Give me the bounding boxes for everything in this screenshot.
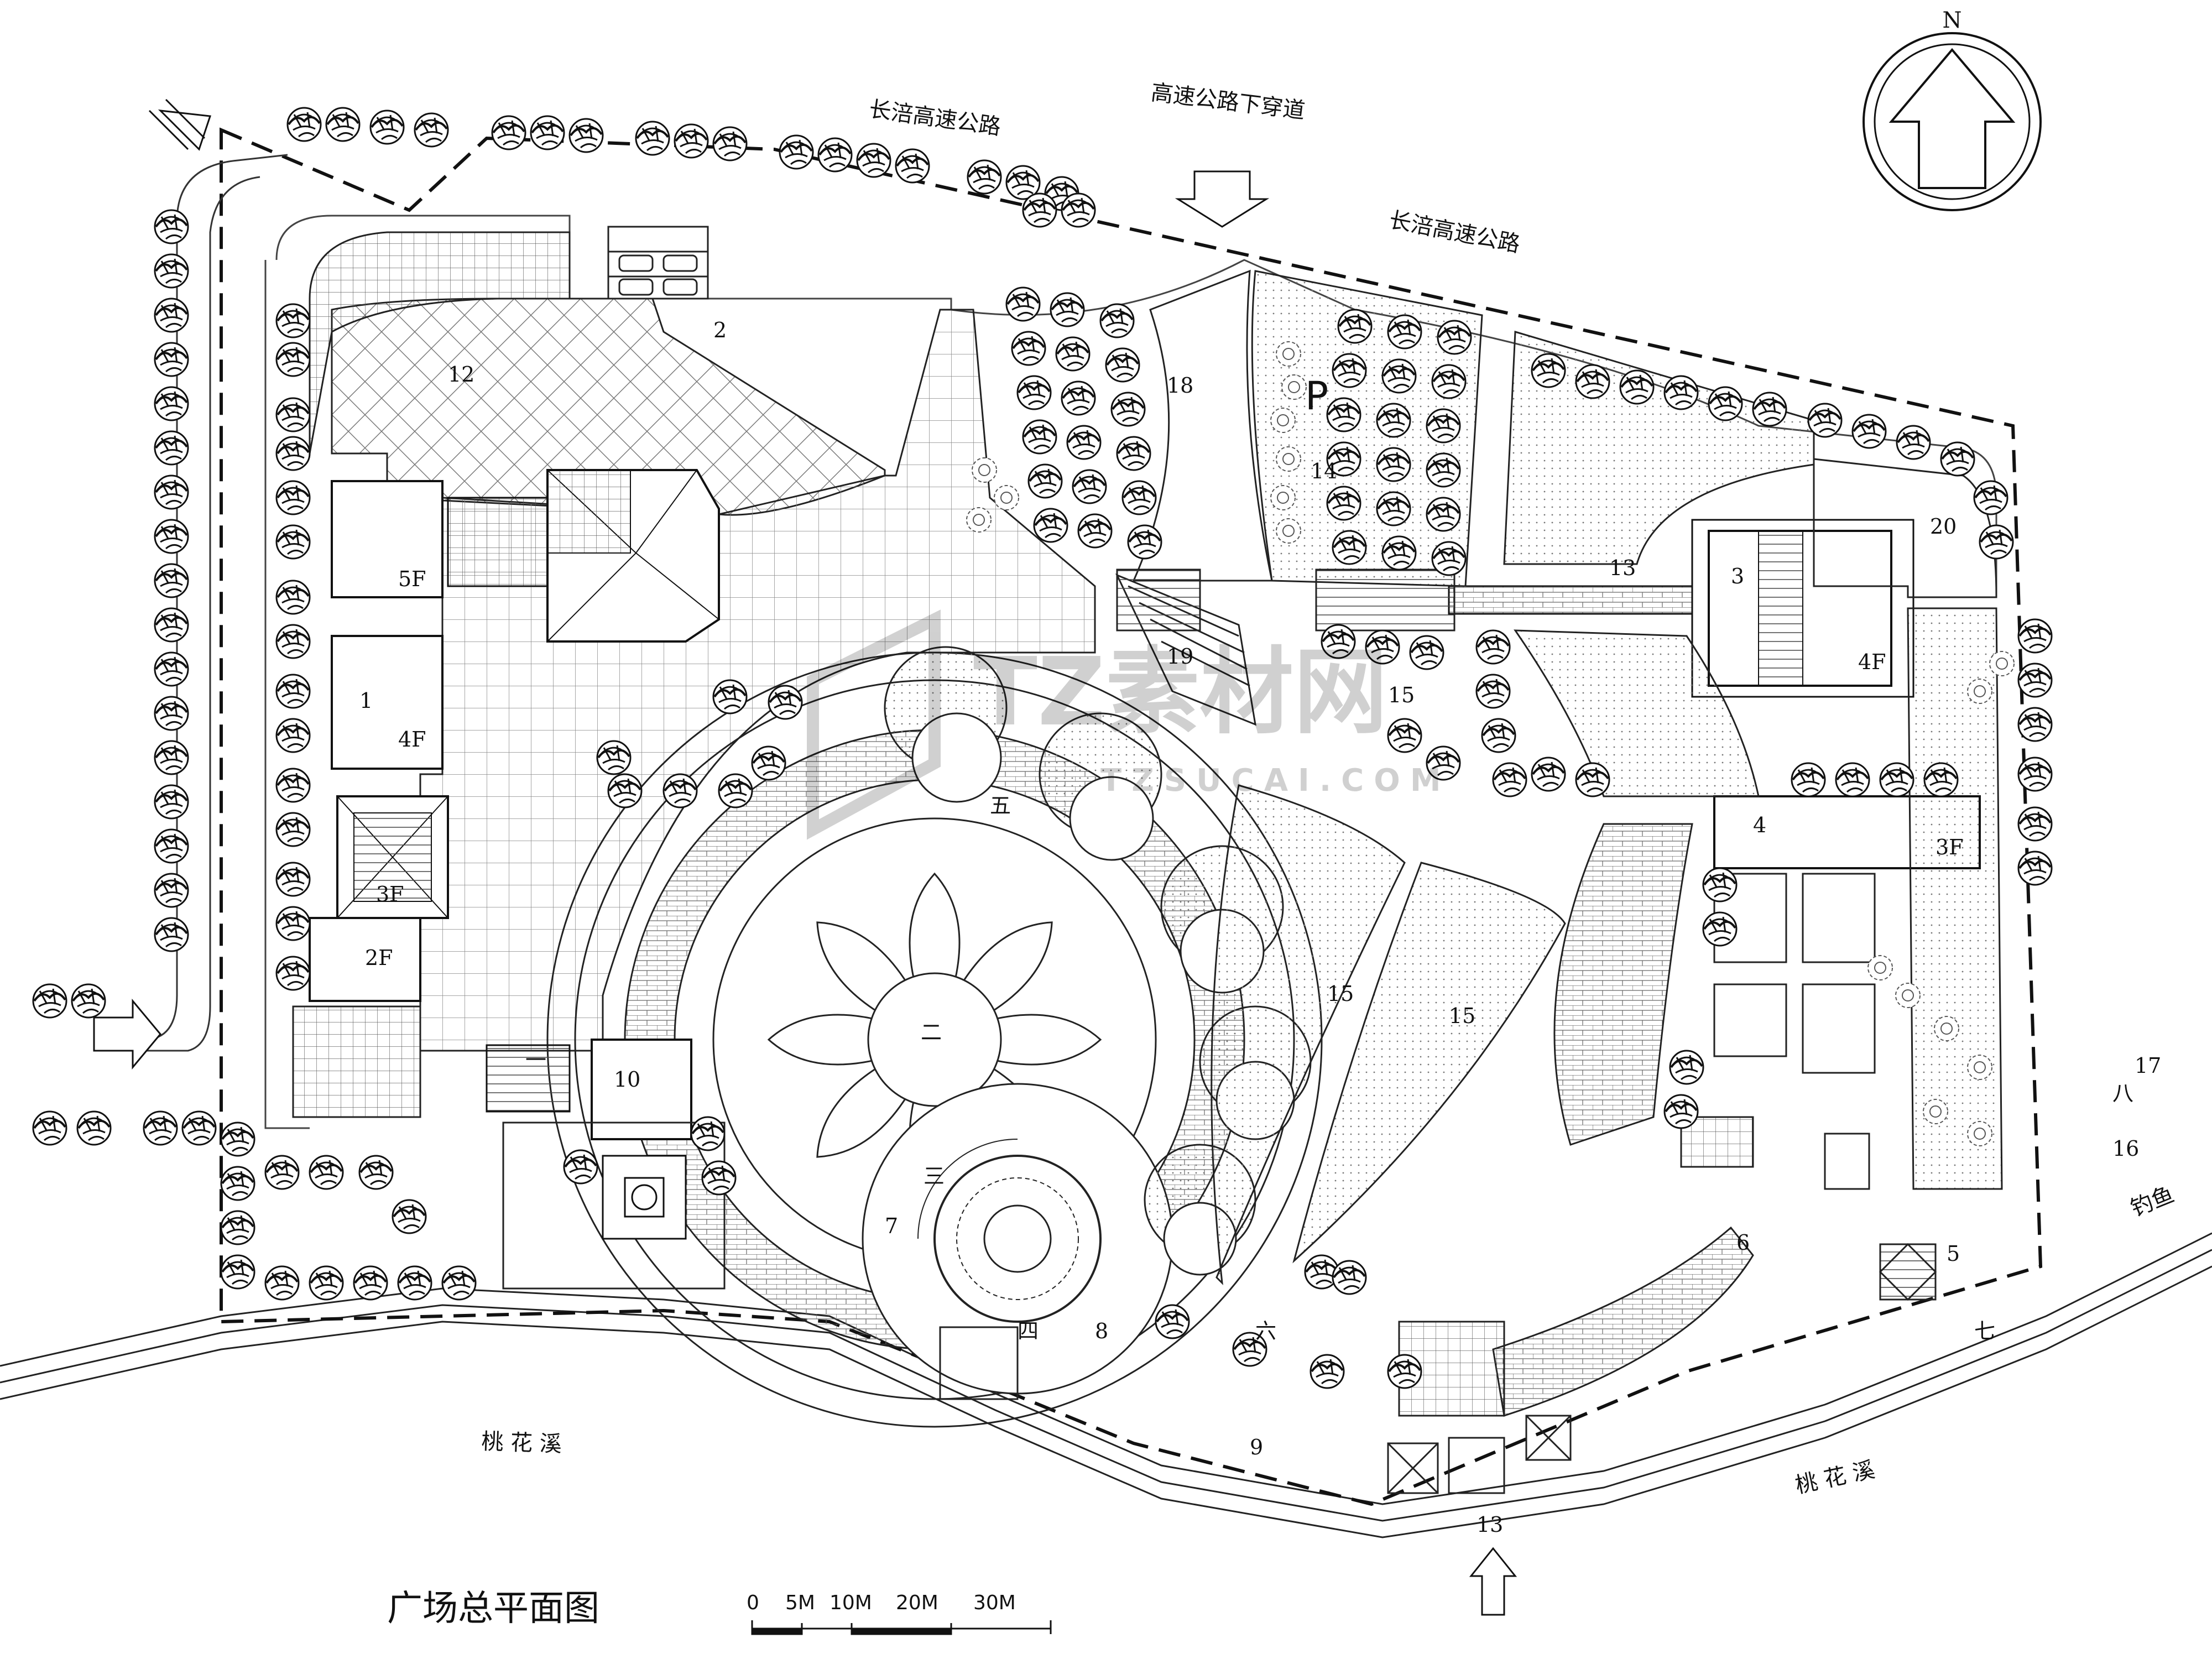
svg-text:TZSUCAI.COM: TZSUCAI.COM xyxy=(1100,763,1451,799)
creek-label-right: 桃 花 溪 xyxy=(1793,1457,1877,1499)
label-cn-1: 一 xyxy=(525,1048,546,1072)
label-13-north: 13 xyxy=(1609,556,1636,580)
building-4-floors: 3F xyxy=(1936,835,1964,859)
entrance-arrows xyxy=(93,98,1517,1616)
label-20: 20 xyxy=(1930,514,1957,539)
building-1-4f xyxy=(331,635,444,770)
scale-tick-30m: 30M xyxy=(973,1592,1016,1614)
label-cn-2: 二 xyxy=(921,1020,942,1045)
scale-tick-5m: 5M xyxy=(785,1592,815,1614)
building-1-floors: 4F xyxy=(398,727,426,752)
label-6: 6 xyxy=(1736,1230,1750,1255)
label-15-left: 15 xyxy=(1327,982,1354,1006)
label-15-right: 15 xyxy=(1449,1004,1475,1028)
fishing-label: 钓鱼 xyxy=(2127,1182,2178,1222)
label-cn-7: 七 xyxy=(1974,1319,1995,1343)
round-stage xyxy=(862,1083,1173,1400)
parking-stalls xyxy=(607,226,709,300)
leaf-lawn-right xyxy=(1292,862,1566,1264)
south-brick-promenade xyxy=(1492,1226,1754,1417)
scale-tick-20m: 20M xyxy=(896,1592,938,1614)
compass-north: N xyxy=(1943,8,1962,33)
label-cn-3: 三 xyxy=(924,1164,945,1188)
label-2: 2 xyxy=(713,318,727,342)
creek-label-left: 桃 花 溪 xyxy=(481,1429,562,1457)
label-17: 17 xyxy=(2135,1053,2161,1078)
stairs-19 xyxy=(1115,568,1455,726)
building-1-number: 1 xyxy=(359,688,373,713)
fountain-square xyxy=(602,1155,687,1240)
building-3-4f xyxy=(1691,519,1914,698)
bridge-north xyxy=(1448,585,1693,615)
label-15-north: 15 xyxy=(1388,683,1415,707)
watermark: TZ素材网 TZSUCAI.COM xyxy=(807,609,1451,840)
label-10: 10 xyxy=(614,1067,640,1092)
label-parking: P xyxy=(1305,373,1328,419)
compass-icon xyxy=(1863,32,2042,211)
paved-strip xyxy=(447,497,549,587)
lawn-18 xyxy=(1132,269,1273,582)
svg-text:TZ素材网: TZ素材网 xyxy=(973,638,1387,747)
building-2f xyxy=(309,917,421,1002)
leaf-lawn-left xyxy=(1211,784,1406,1286)
building-4-number: 4 xyxy=(1753,813,1766,837)
access-road xyxy=(100,154,288,1041)
label-13-south: 13 xyxy=(1477,1512,1503,1537)
scale-bar xyxy=(751,1620,1052,1635)
building-3-number: 3 xyxy=(1731,564,1744,588)
road-label-north-left: 长涪高速公路 xyxy=(868,96,1003,140)
central-grid-plaza xyxy=(353,309,1096,1052)
label-16: 16 xyxy=(2112,1136,2139,1161)
label-19: 19 xyxy=(1167,644,1193,669)
label-cn-6: 六 xyxy=(1255,1319,1276,1343)
sw-plaza-grid xyxy=(292,1005,421,1118)
label-7: 7 xyxy=(885,1214,898,1238)
label-cn-5: 五 xyxy=(990,794,1011,818)
road-label-underpass: 高速公路下穿道 xyxy=(1150,80,1307,124)
square-10 xyxy=(591,1039,692,1140)
tree-row-west xyxy=(32,209,217,1146)
building-2f-floors: 2F xyxy=(365,946,393,970)
east-courtyard xyxy=(1680,873,1937,1301)
scale-tick-10m: 10M xyxy=(830,1592,872,1614)
label-18: 18 xyxy=(1167,373,1193,398)
tree-row-southwest xyxy=(220,1121,477,1301)
label-14: 14 xyxy=(1311,459,1337,483)
building-3-floors: 4F xyxy=(1858,650,1886,674)
page-title: 广场总平面图 xyxy=(387,1588,599,1629)
tree-grove-18 xyxy=(1005,286,1162,560)
ne-lawn-south xyxy=(1514,629,1760,797)
road-label-north-right: 长涪高速公路 xyxy=(1387,207,1522,258)
label-cn-8: 八 xyxy=(2112,1081,2133,1105)
building-5f xyxy=(331,480,444,598)
label-8: 8 xyxy=(1095,1319,1108,1343)
tree-row-inner-west xyxy=(275,303,311,991)
building-5f-floors: 5F xyxy=(398,567,426,591)
central-roof-building xyxy=(546,469,720,643)
label-5: 5 xyxy=(1947,1241,1960,1266)
label-9: 9 xyxy=(1250,1435,1263,1459)
east-brick-promenade xyxy=(1553,823,1693,1146)
building-3f-roof xyxy=(336,795,449,919)
label-12: 12 xyxy=(448,362,474,387)
sw-paving xyxy=(502,1121,726,1290)
stairs-1 xyxy=(486,1044,571,1113)
label-cn-4: 四 xyxy=(1018,1319,1039,1343)
building-3f-floors: 3F xyxy=(376,882,404,906)
scale-tick-0: 0 xyxy=(747,1592,759,1614)
